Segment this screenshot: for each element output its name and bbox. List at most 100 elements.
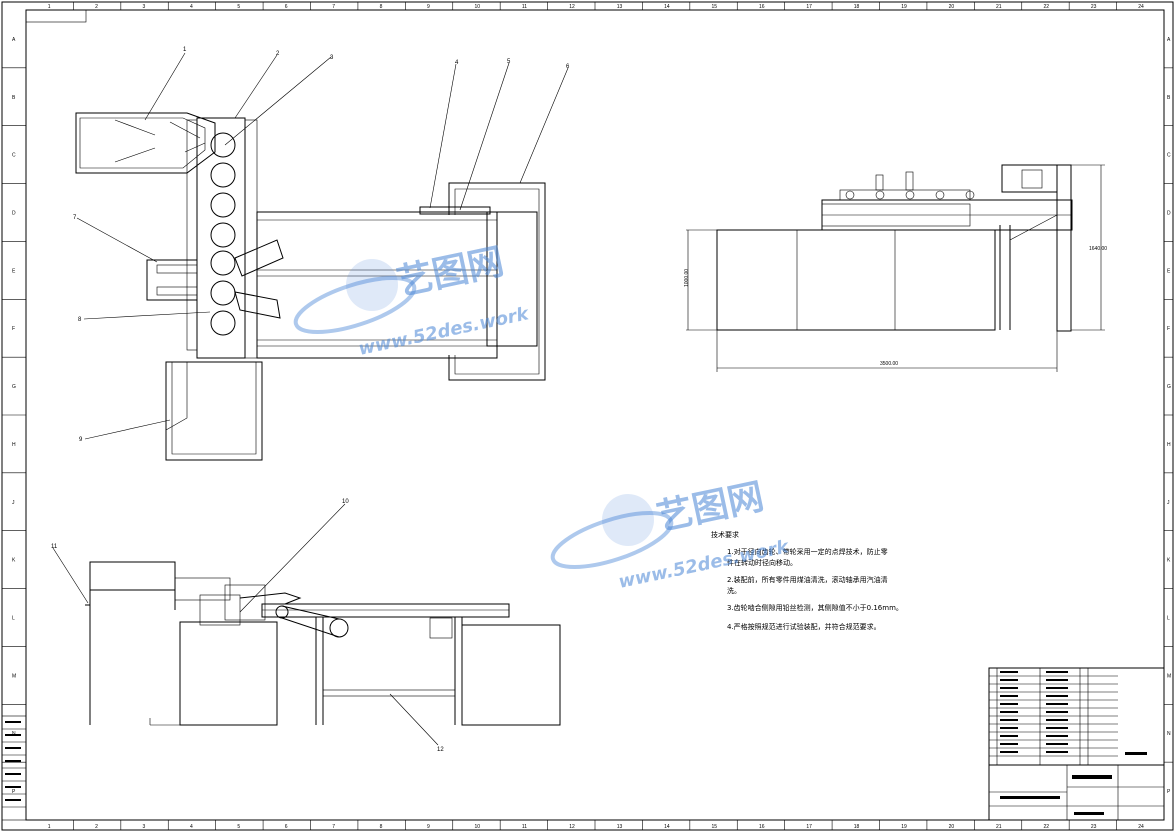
col-label-top: 9 <box>427 4 430 10</box>
col-label-top: 2 <box>95 4 98 10</box>
parts-name-mark <box>1046 751 1068 753</box>
col-label-bottom: 9 <box>427 824 430 830</box>
col-label-top: 8 <box>380 4 383 10</box>
col-label-bottom: 23 <box>1091 824 1097 830</box>
title-block <box>988 667 1165 821</box>
leaders-bottom: 10 11 12 <box>51 499 444 753</box>
note-line-6: 4.严格按照规范进行试验装配，并符合规范要求。 <box>727 622 881 631</box>
parts-name-mark <box>1046 743 1068 745</box>
parts-code-mark <box>1000 751 1018 753</box>
row-label-right: A <box>1167 37 1171 43</box>
leader-6: 6 <box>566 64 570 70</box>
parts-code-mark <box>1000 719 1018 721</box>
parts-name-mark <box>1046 679 1068 681</box>
leader-9: 9 <box>79 437 83 443</box>
dim-height-left: 1000.00 <box>684 269 690 287</box>
col-label-top: 14 <box>664 4 670 10</box>
parts-code-mark <box>1000 687 1018 689</box>
parts-code-mark <box>1000 679 1018 681</box>
col-label-top: 5 <box>237 4 240 10</box>
note-line-1: 1.对于径向齿轮、带轮采用一定的点焊技术，防止零 <box>727 547 888 556</box>
leader-7: 7 <box>73 215 77 221</box>
leader-4: 4 <box>455 60 459 66</box>
col-label-top: 19 <box>901 4 907 10</box>
col-label-bottom: 7 <box>332 824 335 830</box>
revision-block <box>1 715 27 821</box>
row-label-right: J <box>1167 500 1170 506</box>
row-label-left: F <box>12 326 15 332</box>
leader-12: 12 <box>437 747 444 753</box>
row-label-right: M <box>1167 673 1171 679</box>
col-label-top: 4 <box>190 4 193 10</box>
row-label-right: G <box>1167 384 1171 390</box>
row-label-left: D <box>12 211 16 217</box>
parts-name-mark <box>1046 695 1068 697</box>
col-label-top: 3 <box>143 4 146 10</box>
leader-10: 10 <box>342 499 349 505</box>
row-label-left: G <box>12 384 16 390</box>
leader-3: 3 <box>330 55 334 61</box>
row-label-left: K <box>12 558 16 564</box>
parts-code-mark <box>1000 703 1018 705</box>
parts-name-mark <box>1046 671 1068 673</box>
leader-2: 2 <box>276 51 280 57</box>
parts-code-mark <box>1000 727 1018 729</box>
row-label-right: H <box>1167 442 1171 448</box>
technical-notes: 技术要求 1.对于径向齿轮、带轮采用一定的点焊技术，防止零 件在转动时径向移动。… <box>711 530 903 631</box>
parts-code-mark <box>1000 735 1018 737</box>
revision-mark <box>5 760 21 762</box>
parts-code-mark <box>1000 695 1018 697</box>
col-label-top: 16 <box>759 4 765 10</box>
parts-name-mark <box>1046 687 1068 689</box>
col-label-top: 12 <box>569 4 575 10</box>
row-label-left: J <box>12 500 15 506</box>
col-label-top: 11 <box>522 4 527 10</box>
row-label-right: L <box>1167 616 1170 622</box>
row-label-left: P <box>12 789 16 795</box>
col-label-top: 20 <box>949 4 955 10</box>
revision-mark <box>5 734 21 736</box>
col-label-top: 6 <box>285 4 288 10</box>
parts-code-mark <box>1000 671 1018 673</box>
row-label-right: D <box>1167 211 1171 217</box>
col-label-top: 22 <box>1043 4 1049 10</box>
col-label-top: 15 <box>712 4 718 10</box>
watermark-cn: 艺图网 <box>393 241 507 304</box>
row-label-right: F <box>1167 326 1170 332</box>
parts-code-mark <box>1000 743 1018 745</box>
note-line-3: 2.装配前，所有零件用煤油清洗，滚动轴承用汽油清 <box>727 575 888 584</box>
row-label-left: B <box>12 95 16 101</box>
col-label-bottom: 5 <box>237 824 240 830</box>
dim-height-right: 1640.00 <box>1089 246 1107 252</box>
row-label-left: C <box>12 153 16 159</box>
col-label-bottom: 13 <box>617 824 623 830</box>
row-label-left: M <box>12 673 16 679</box>
revision-mark <box>5 773 21 775</box>
col-label-bottom: 19 <box>901 824 907 830</box>
parts-name-mark <box>1046 719 1068 721</box>
revision-mark <box>5 786 21 788</box>
col-label-top: 24 <box>1138 4 1144 10</box>
col-label-bottom: 14 <box>664 824 670 830</box>
row-label-left: A <box>12 37 16 43</box>
parts-name-mark <box>1046 727 1068 729</box>
col-label-bottom: 3 <box>143 824 146 830</box>
leaders-top-left: 1 2 3 4 5 6 7 8 9 <box>73 47 570 443</box>
leader-8: 8 <box>78 317 82 323</box>
col-label-top: 7 <box>332 4 335 10</box>
col-label-top: 17 <box>806 4 812 10</box>
col-label-top: 13 <box>617 4 623 10</box>
row-label-right: C <box>1167 153 1171 159</box>
row-label-right: B <box>1167 95 1171 101</box>
col-label-bottom: 1 <box>48 824 51 830</box>
side-view: 1000.00 1640.00 3500.00 <box>684 164 1107 372</box>
notes-title: 技术要求 <box>711 530 739 539</box>
col-label-bottom: 6 <box>285 824 288 830</box>
revision-mark <box>5 721 21 723</box>
front-view <box>85 561 561 726</box>
col-label-bottom: 20 <box>949 824 955 830</box>
